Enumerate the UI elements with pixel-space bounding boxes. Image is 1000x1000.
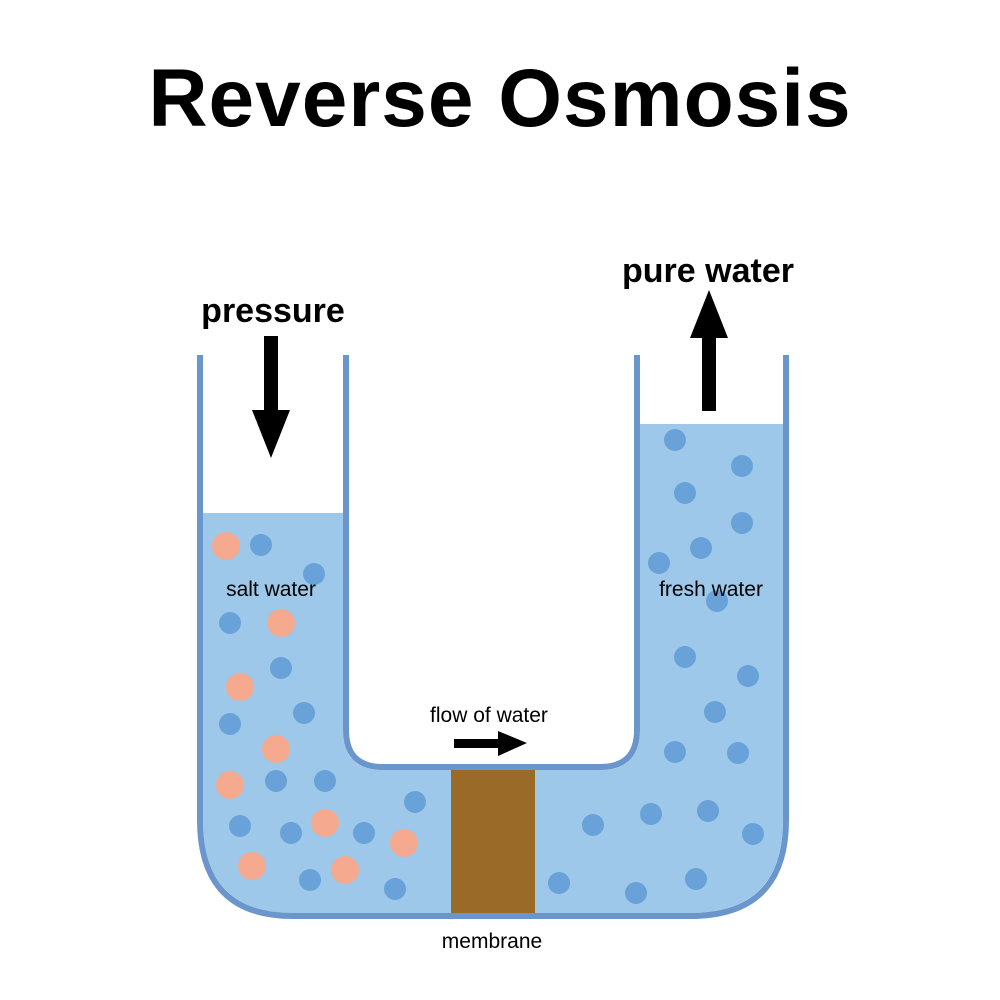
tube-outer-wall xyxy=(197,355,789,919)
salt-particle xyxy=(311,809,339,837)
water-molecule xyxy=(640,803,662,825)
salt-particle xyxy=(262,735,290,763)
water-molecule xyxy=(625,882,647,904)
membrane xyxy=(451,770,535,913)
flow-arrow-icon xyxy=(454,731,527,756)
salt-particle xyxy=(331,856,359,884)
salt-particle xyxy=(267,609,295,637)
water-molecule xyxy=(299,869,321,891)
water-molecule xyxy=(704,701,726,723)
water-molecule xyxy=(303,563,325,585)
water-molecule xyxy=(219,612,241,634)
fresh-water-label: fresh water xyxy=(659,578,763,601)
membrane-label: membrane xyxy=(442,930,542,953)
water-molecule xyxy=(293,702,315,724)
water-molecule xyxy=(250,534,272,556)
salt-particle xyxy=(226,673,254,701)
salt-particle xyxy=(390,829,418,857)
water-molecule xyxy=(648,552,670,574)
water-molecule xyxy=(697,800,719,822)
salt-particle xyxy=(238,852,266,880)
water-molecule xyxy=(353,822,375,844)
water-molecule xyxy=(404,791,426,813)
water-molecule xyxy=(731,455,753,477)
water-molecule xyxy=(690,537,712,559)
pressure-arrow-icon xyxy=(252,336,290,458)
pure-water-arrow-icon xyxy=(690,290,728,411)
water-molecule xyxy=(270,657,292,679)
water-molecule xyxy=(706,590,728,612)
water-molecule xyxy=(582,814,604,836)
water-molecule xyxy=(384,878,406,900)
water-molecule xyxy=(674,646,696,668)
water-molecule xyxy=(229,815,251,837)
water-molecule xyxy=(685,868,707,890)
water-molecule xyxy=(664,741,686,763)
water-molecule xyxy=(731,512,753,534)
water-body xyxy=(203,424,783,913)
water-molecule xyxy=(314,770,336,792)
salt-particle xyxy=(216,771,244,799)
water-molecule xyxy=(548,872,570,894)
water-molecule xyxy=(737,665,759,687)
water-molecule xyxy=(674,482,696,504)
pure-water-label: pure water xyxy=(622,252,794,290)
salt-water-label: salt water xyxy=(226,578,316,601)
pressure-label: pressure xyxy=(201,292,345,330)
flow-of-water-label: flow of water xyxy=(430,704,548,727)
water-molecule xyxy=(727,742,749,764)
water-molecule xyxy=(280,822,302,844)
water-molecule xyxy=(742,823,764,845)
tube-inner-wall xyxy=(343,355,640,770)
water-molecule xyxy=(664,429,686,451)
water-molecule xyxy=(265,770,287,792)
diagram-title: Reverse Osmosis xyxy=(148,53,852,144)
salt-particle xyxy=(212,532,240,560)
water-molecule xyxy=(219,713,241,735)
